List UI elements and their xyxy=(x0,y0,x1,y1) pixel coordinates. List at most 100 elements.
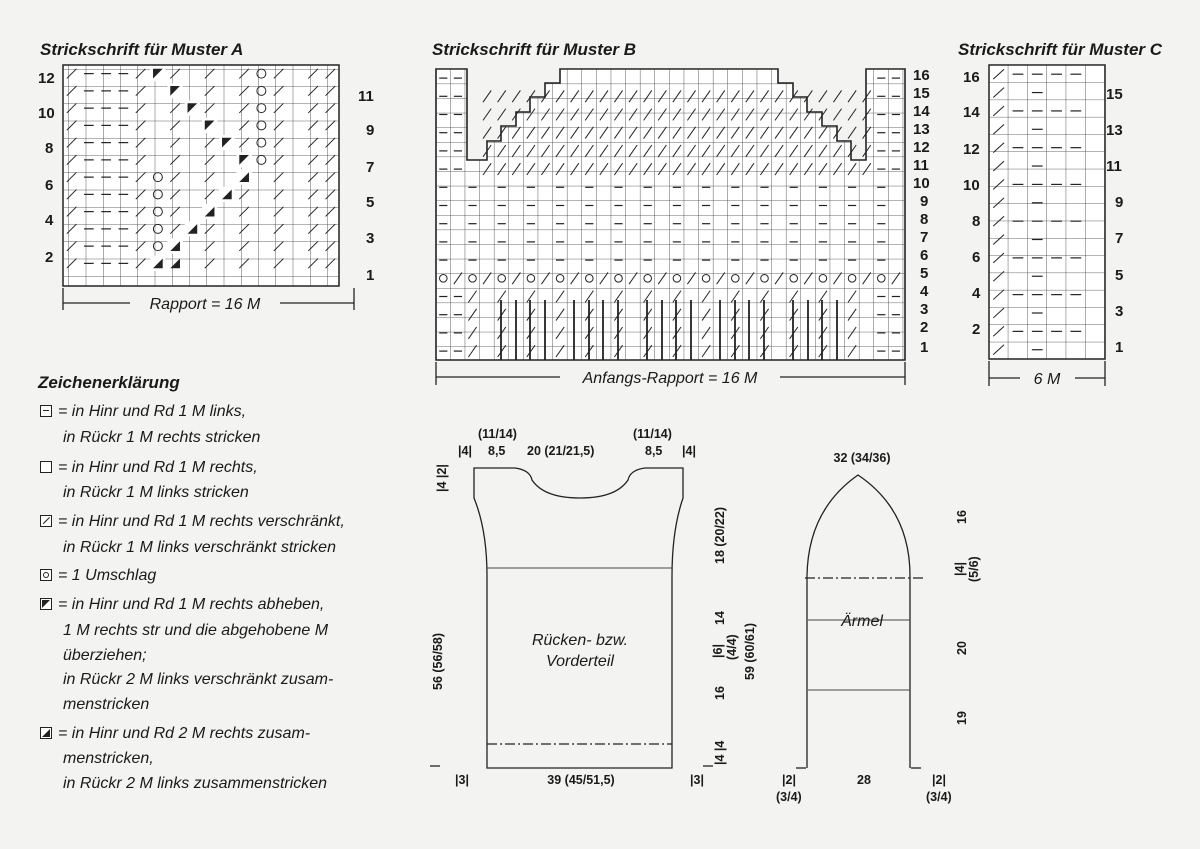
legend-text: überziehen; xyxy=(63,647,147,664)
svg-text:56 (56/58): 56 (56/58) xyxy=(431,633,445,690)
svg-text:32 (34/36): 32 (34/36) xyxy=(834,451,891,465)
svg-text:3: 3 xyxy=(1115,303,1123,320)
svg-text:8: 8 xyxy=(920,211,928,228)
svg-text:16: 16 xyxy=(963,69,980,86)
svg-text:6 M: 6 M xyxy=(1034,371,1061,388)
legend-text: in Rückr 1 M links stricken xyxy=(63,484,249,501)
svg-text:|3|: |3| xyxy=(690,773,704,787)
circle-box-icon xyxy=(40,569,52,581)
svg-text:|4 |4: |4 |4 xyxy=(713,741,727,765)
svg-text:Ärmel: Ärmel xyxy=(840,612,883,630)
svg-text:16: 16 xyxy=(713,686,727,700)
legend-umschlag: = 1 Umschlag xyxy=(40,564,156,588)
svg-text:3: 3 xyxy=(366,230,374,247)
svg-text:39 (45/51,5): 39 (45/51,5) xyxy=(547,773,614,787)
legend-abheben: = in Hinr und Rd 1 M rechts abheben, xyxy=(40,593,324,617)
svg-text:13: 13 xyxy=(913,121,930,138)
svg-text:15: 15 xyxy=(913,85,930,102)
svg-text:Rücken- bzw.: Rücken- bzw. xyxy=(532,632,628,649)
svg-text:3: 3 xyxy=(920,301,928,318)
svg-text:11: 11 xyxy=(1106,158,1122,175)
chart-c xyxy=(988,64,1106,360)
muster-a-title: Strickschrift für Muster A xyxy=(40,40,244,59)
minus-box-icon xyxy=(40,405,52,417)
svg-text:14: 14 xyxy=(713,611,727,625)
legend-zusammen: = in Hinr und Rd 2 M rechts zusam- xyxy=(40,722,310,746)
svg-text:|2|: |2| xyxy=(782,773,796,787)
legend-rechts: = in Hinr und Rd 1 M rechts, xyxy=(40,456,258,480)
legend-text: in Rückr 2 M links zusammenstricken xyxy=(63,775,328,792)
chart-a-rapport: Rapport = 16 M xyxy=(62,288,355,313)
svg-text:5: 5 xyxy=(1115,267,1123,284)
legend-verschraenkt: = in Hinr und Rd 1 M rechts verschränkt, xyxy=(40,510,345,534)
svg-text:Vorderteil: Vorderteil xyxy=(546,653,614,670)
left-triangle-box-icon xyxy=(40,598,52,610)
svg-text:1: 1 xyxy=(366,267,374,284)
empty-box-icon xyxy=(40,461,52,473)
svg-text:4: 4 xyxy=(972,285,981,302)
svg-text:1: 1 xyxy=(920,339,928,356)
svg-text:14: 14 xyxy=(963,104,980,121)
svg-text:|3|: |3| xyxy=(455,773,469,787)
svg-text:20 (21/21,5): 20 (21/21,5) xyxy=(527,444,594,458)
svg-text:(3/4): (3/4) xyxy=(926,790,952,804)
svg-text:12: 12 xyxy=(38,70,55,87)
svg-text:59 (60/61): 59 (60/61) xyxy=(743,623,757,680)
svg-text:15: 15 xyxy=(1106,86,1123,103)
muster-b-title: Strickschrift für Muster B xyxy=(432,40,637,59)
right-triangle-box-icon xyxy=(40,727,52,739)
chart-a xyxy=(62,64,340,287)
svg-text:8,5: 8,5 xyxy=(488,444,505,458)
chart-a-row-numbers-right: 11 9 7 5 3 1 xyxy=(358,88,374,284)
svg-text:1: 1 xyxy=(1115,339,1123,356)
svg-text:16: 16 xyxy=(913,67,930,84)
svg-text:|6|: |6| xyxy=(711,644,725,658)
legend-text: menstricken, xyxy=(63,750,154,767)
chart-c-rapport: 6 M xyxy=(988,361,1106,388)
svg-text:|4|: |4| xyxy=(682,444,696,458)
svg-text:(3/4): (3/4) xyxy=(776,790,802,804)
chart-b xyxy=(435,68,906,361)
svg-text:13: 13 xyxy=(1106,122,1123,139)
svg-text:28: 28 xyxy=(857,773,871,787)
svg-text:|4|: |4| xyxy=(953,562,967,576)
svg-text:7: 7 xyxy=(366,159,374,176)
svg-text:6: 6 xyxy=(972,249,980,266)
svg-text:11: 11 xyxy=(913,157,929,174)
svg-text:9: 9 xyxy=(366,122,374,139)
svg-text:10: 10 xyxy=(963,177,980,194)
legend-text: 1 M rechts str und die abgehobene M xyxy=(63,622,329,639)
chart-b-row-numbers: 16 15 14 13 12 11 10 9 8 7 6 5 4 3 2 1 xyxy=(913,67,930,356)
svg-text:4: 4 xyxy=(920,283,929,300)
svg-text:|4|: |4| xyxy=(458,444,472,458)
muster-c-title: Strickschrift für Muster C xyxy=(958,40,1163,59)
svg-text:8: 8 xyxy=(972,213,980,230)
svg-text:(4/4): (4/4) xyxy=(725,634,739,660)
svg-text:12: 12 xyxy=(963,141,980,158)
svg-text:7: 7 xyxy=(920,229,928,246)
svg-text:|4 |2|: |4 |2| xyxy=(435,464,449,492)
svg-text:8,5: 8,5 xyxy=(645,444,662,458)
svg-text:2: 2 xyxy=(972,321,980,338)
svg-text:Rapport = 16 M: Rapport = 16 M xyxy=(150,296,261,313)
svg-text:(11/14): (11/14) xyxy=(478,427,517,441)
legend-text: in Rückr 2 M links verschränkt zusam- xyxy=(63,671,334,688)
svg-text:Anfangs-Rapport = 16 M: Anfangs-Rapport = 16 M xyxy=(582,370,758,387)
legend-links: = in Hinr und Rd 1 M links, xyxy=(40,400,246,424)
svg-text:18 (20/22): 18 (20/22) xyxy=(713,507,727,564)
legend-title: Zeichenerklärung xyxy=(38,373,180,392)
slash-box-icon xyxy=(40,515,52,527)
svg-text:6: 6 xyxy=(920,247,928,264)
sleeve-schematic xyxy=(796,474,925,769)
chart-b-rapport: Anfangs-Rapport = 16 M xyxy=(435,362,906,387)
svg-text:6: 6 xyxy=(45,177,53,194)
legend-text: in Rückr 1 M rechts stricken xyxy=(63,429,261,446)
svg-text:7: 7 xyxy=(1115,230,1123,247)
svg-text:5: 5 xyxy=(366,194,374,211)
svg-text:|2|: |2| xyxy=(932,773,946,787)
svg-text:9: 9 xyxy=(1115,194,1123,211)
svg-text:10: 10 xyxy=(913,175,930,192)
legend-text: in Rückr 1 M links verschränkt stricken xyxy=(63,539,336,556)
svg-text:19: 19 xyxy=(955,711,969,725)
